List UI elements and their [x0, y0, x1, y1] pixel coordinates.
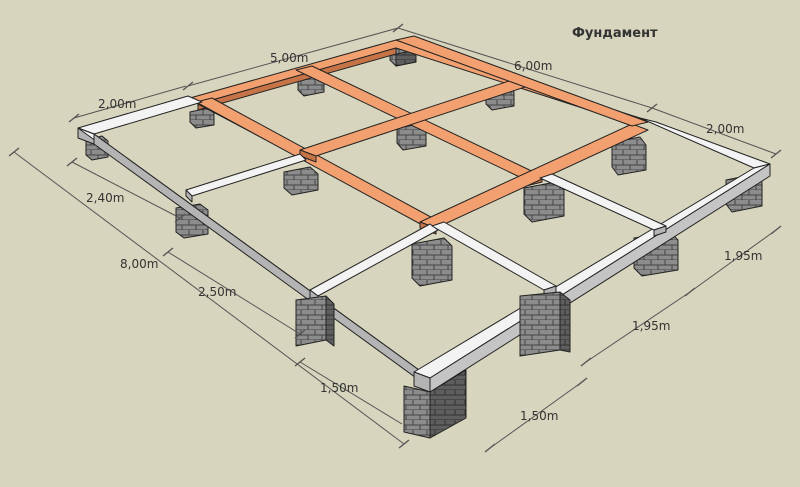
outer-frame-white [77, 95, 771, 393]
dim-8-00: 8,00m [120, 257, 158, 271]
inner-beams-orange [189, 35, 649, 235]
labels: Фундамент 5,00m 6,00m 2,00m 2,00m 2,40m … [86, 26, 762, 423]
dim-2-00-left: 2,00m [98, 97, 136, 111]
dim-6-00: 6,00m [514, 59, 552, 73]
dimension-lines [8, 23, 782, 453]
pier-icon [295, 295, 335, 347]
dim-1-95-upper: 1,95m [724, 249, 762, 263]
pier-icon [283, 166, 319, 196]
piers-front [295, 291, 571, 439]
dim-1-50-left: 1,50m [320, 381, 358, 395]
pier-icon [411, 237, 453, 287]
piers-back [85, 43, 763, 287]
dim-1-95-lower: 1,95m [632, 319, 670, 333]
page-title: Фундамент [572, 26, 658, 41]
dim-2-40: 2,40m [86, 191, 124, 205]
pier-icon [519, 291, 571, 357]
pier-icon [523, 181, 565, 223]
pier-icon [611, 136, 647, 176]
dim-2-50: 2,50m [198, 285, 236, 299]
dim-1-50-right: 1,50m [520, 409, 558, 423]
dim-5-00: 5,00m [270, 51, 308, 65]
pier-icon [403, 369, 467, 439]
dim-2-00-right: 2,00m [706, 122, 744, 136]
